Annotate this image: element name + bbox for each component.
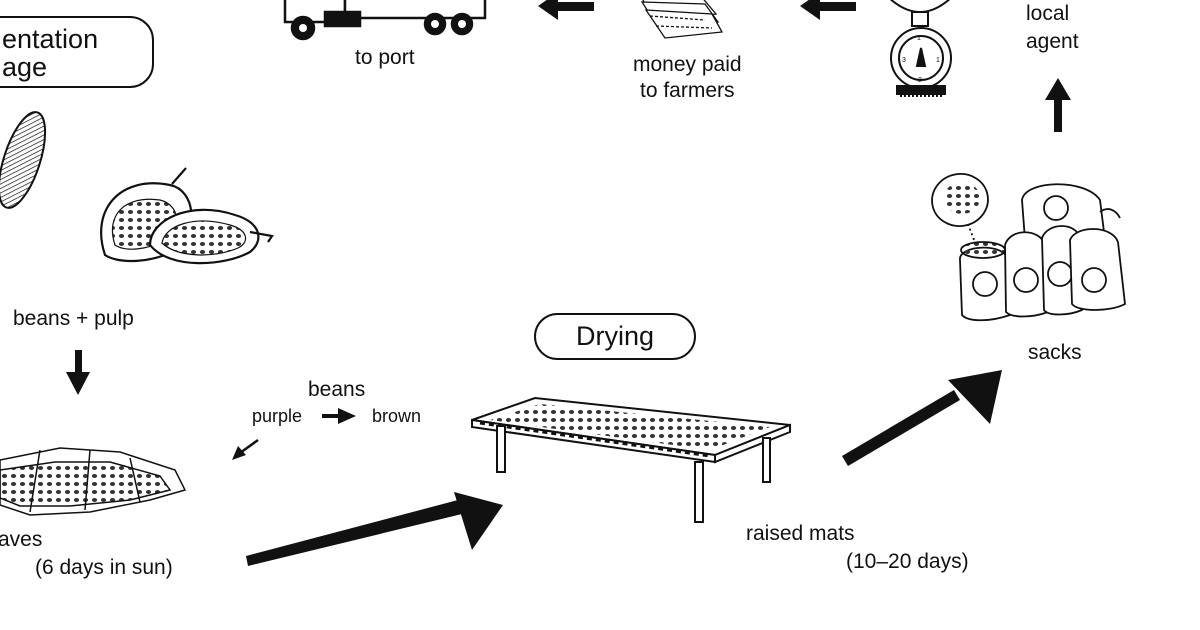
svg-text:2: 2 [918, 77, 922, 84]
arrow-to-agent [1045, 78, 1071, 132]
truck-icon [283, 0, 487, 41]
weighing-scale-icon: 1 1 3 2 [890, 0, 952, 97]
local-agent-label-line1: local [1026, 2, 1070, 25]
fermentation-stage-label: entation age [0, 16, 154, 88]
cocoa-pod-icon [0, 111, 47, 209]
raised-mats-label-line1: raised mats [746, 522, 855, 545]
sacks-label: sacks [1028, 341, 1082, 364]
drying-label-text: Drying [575, 321, 655, 351]
cocoa-sacks-icon [931, 173, 1126, 322]
arrow-down-to-leaves [66, 350, 90, 395]
raised-mats-label-line2: (10–20 days) [846, 550, 969, 573]
brown-label: brown [372, 406, 422, 426]
fermentation-label-line1: entation [2, 24, 99, 54]
leaves-label-line2: (6 days in sun) [35, 556, 173, 579]
arrow-to-truck [538, 0, 594, 20]
svg-text:1: 1 [936, 57, 940, 64]
svg-text:1: 1 [917, 35, 921, 42]
purple-label: purple [252, 406, 303, 426]
arrow-to-drying [246, 492, 503, 566]
drying-stage-label: Drying [534, 313, 696, 360]
local-agent-label-line2: agent [1026, 30, 1079, 53]
arrow-to-leaves [232, 438, 259, 460]
money-paid-label-line2: to farmers [640, 79, 735, 102]
beans-pulp-label: beans + pulp [13, 307, 134, 330]
money-stack-icon [640, 0, 724, 39]
svg-text:3: 3 [902, 57, 906, 64]
color-change-arrow [322, 408, 356, 424]
to-port-label: to port [355, 46, 415, 69]
leaves-label-line1: aves [0, 528, 43, 551]
drying-table-icon [471, 396, 791, 523]
arrow-to-money [800, 0, 856, 20]
arrow-to-sacks [842, 370, 1002, 466]
fermentation-label-line2: age [2, 52, 48, 82]
open-cocoa-pod-icon [100, 167, 274, 265]
money-paid-label-line1: money paid [633, 53, 742, 76]
beans-label: beans [308, 378, 366, 401]
banana-leaves-icon [0, 447, 187, 516]
